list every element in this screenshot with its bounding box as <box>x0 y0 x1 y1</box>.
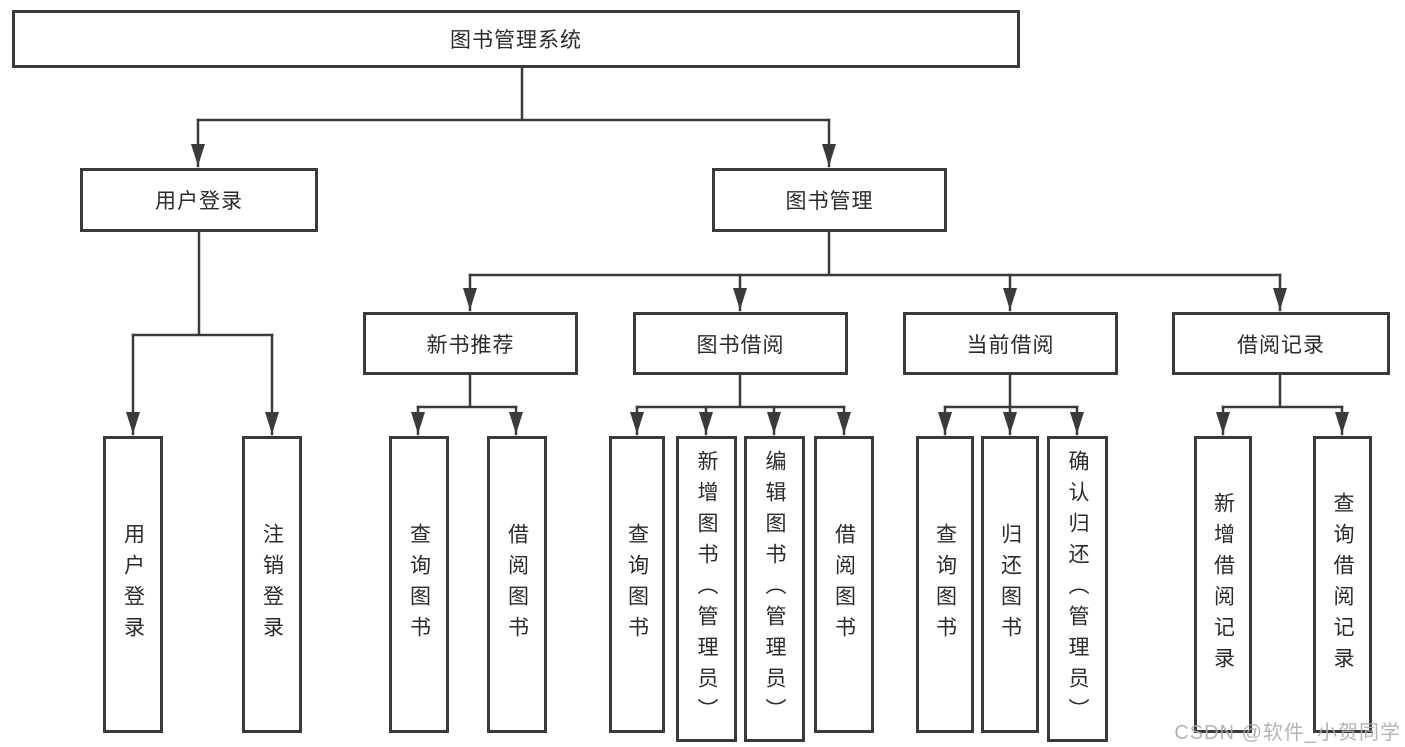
leaf-query-books-1: 查询图书 <box>389 436 449 733</box>
node-book-management: 图书管理 <box>712 168 947 232</box>
connector-root <box>191 66 836 168</box>
node-new-book-recommend-label: 新书推荐 <box>426 333 515 357</box>
leaf-borrow-books-2: 借阅图书 <box>814 436 874 733</box>
leaf-query-books-2: 查询图书 <box>609 436 665 733</box>
leaf-borrow-books-1: 借阅图书 <box>487 436 547 733</box>
connector-user-login <box>126 230 279 436</box>
leaf-return-book: 归还图书 <box>981 436 1039 733</box>
csdn-watermark: CSDN @软件_小贺同学 <box>1174 722 1401 744</box>
connector-current-borrow <box>938 373 1084 436</box>
leaf-query-books-3: 查询图书 <box>916 436 974 733</box>
leaf-confirm-return-admin: 确认归还（管理员） <box>1047 436 1108 742</box>
node-book-management-label: 图书管理 <box>785 190 874 213</box>
node-borrow-records: 借阅记录 <box>1172 312 1390 375</box>
leaf-user-login: 用户登录 <box>103 436 163 733</box>
connector-new-book-recommend <box>411 373 523 436</box>
node-library-system-label: 图书管理系统 <box>450 29 582 52</box>
node-book-borrow: 图书借阅 <box>633 312 848 375</box>
leaf-query-borrow-record: 查询借阅记录 <box>1313 436 1372 733</box>
node-user-login: 用户登录 <box>80 168 318 232</box>
leaf-edit-book-admin: 编辑图书（管理员） <box>744 436 805 742</box>
leaf-add-book-admin: 新增图书（管理员） <box>676 436 737 742</box>
leaf-logout: 注销登录 <box>242 436 302 733</box>
connector-book-borrow <box>630 373 851 436</box>
connector-book-management <box>463 230 1287 312</box>
node-library-system: 图书管理系统 <box>12 10 1020 68</box>
node-user-login-label: 用户登录 <box>155 190 243 213</box>
node-new-book-recommend: 新书推荐 <box>363 312 578 375</box>
node-current-borrow: 当前借阅 <box>903 312 1118 375</box>
node-current-borrow-label: 当前借阅 <box>966 333 1055 357</box>
connector-borrow-records <box>1216 373 1349 436</box>
node-borrow-records-label: 借阅记录 <box>1237 333 1325 357</box>
leaf-add-borrow-record: 新增借阅记录 <box>1194 436 1252 733</box>
node-book-borrow-label: 图书借阅 <box>696 333 785 357</box>
